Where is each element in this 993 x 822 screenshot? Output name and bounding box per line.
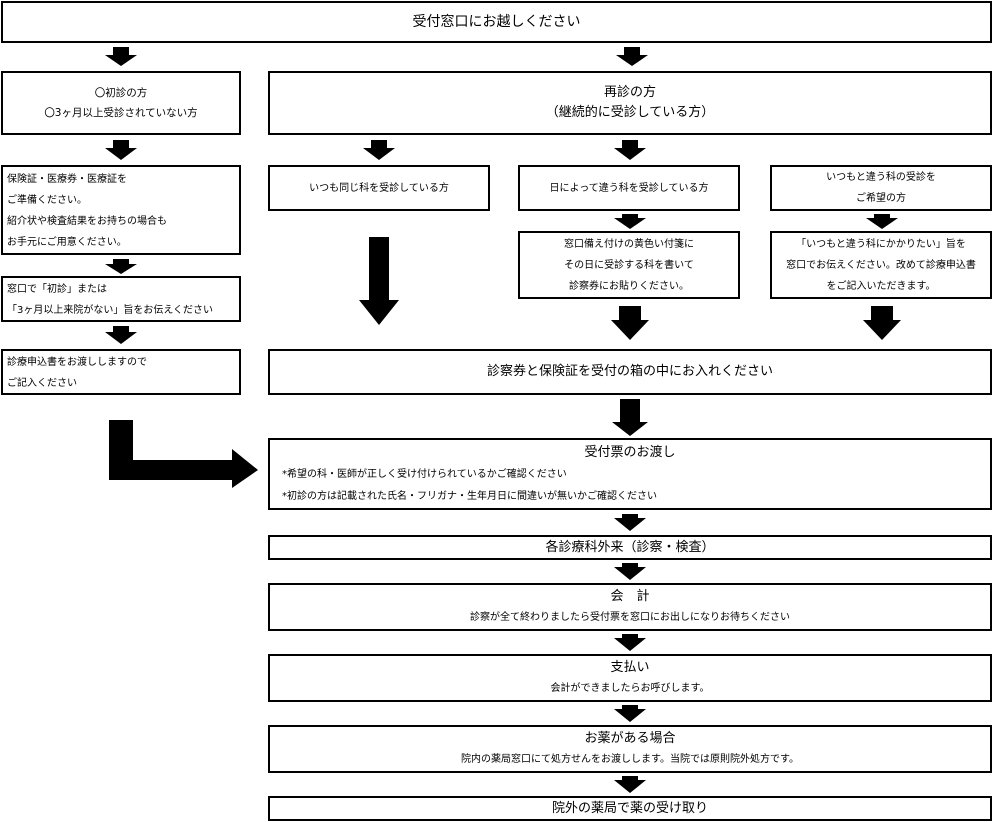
down-arrow-icon: [612, 399, 648, 436]
payment-title: 支払い: [610, 659, 650, 675]
pharmacy-label: 院外の薬局で薬の受け取り: [551, 800, 708, 816]
first-visit-title-line: 〇初診の方: [94, 87, 148, 99]
day-dept-box: 日によって違う科を受診している方: [518, 165, 740, 211]
same-dept-box: いつも同じ科を受診している方: [268, 165, 490, 211]
down-arrow-icon: [614, 563, 646, 580]
down-arrow-icon: [614, 214, 646, 229]
other-dept-detail-line: 窓口でお伝えください。改めて診療申込書: [786, 259, 976, 271]
down-arrow-icon: [105, 326, 137, 344]
revisit-title-line: 再診の方: [603, 85, 656, 100]
other-dept-title-line: いつもと違う科の受診を: [826, 172, 936, 183]
down-arrow-icon: [614, 140, 646, 160]
first-visit-step2-box: 窓口で「初診」または 「3ヶ月以上来院がない」旨をお伝えください: [1, 276, 241, 322]
accounting-box: 会 計 診察が全て終わりましたら受付票を窓口にお出しになりお待ちください: [268, 583, 992, 631]
first-visit-title-box: 〇初診の方 〇3ヶ月以上受診されていない方: [1, 71, 241, 135]
medicine-note: 院内の薬局窓口にて処方せんをお渡しします。当院では原則院外処方です。: [461, 753, 799, 765]
first-visit-title-line: 〇3ヶ月以上受診されていない方: [44, 107, 198, 119]
down-arrow-icon: [359, 237, 399, 325]
same-dept-label: いつも同じ科を受診している方: [309, 182, 449, 194]
day-dept-detail-line: 窓口備え付けの黄色い付箋に: [564, 238, 694, 250]
first-visit-step1-box: 保険証・医療券・医療証を ご準備ください。 紹介状や検査結果をお持ちの場合も お…: [1, 165, 241, 255]
down-arrow-icon: [614, 705, 646, 722]
header-title: 受付窓口にお越しください: [412, 14, 581, 30]
other-dept-box: いつもと違う科の受診を ご希望の方: [770, 165, 992, 211]
ticket-box: 受付票のお渡し *希望の科・医師が正しく受け付けられているかご確認ください *初…: [268, 438, 992, 510]
first-visit-step1-line: お手元にご用意ください。: [7, 237, 127, 248]
header-box: 受付窓口にお越しください: [1, 1, 992, 43]
medicine-box: お薬がある場合 院内の薬局窓口にて処方せんをお渡しします。当院では原則院外処方で…: [268, 725, 992, 773]
payment-note: 会計ができましたらお呼びします。: [550, 682, 710, 694]
first-visit-step3-line: ご記入ください: [7, 378, 77, 389]
down-arrow-icon: [616, 47, 648, 66]
first-visit-step1-line: 紹介状や検査結果をお持ちの場合も: [7, 216, 167, 227]
other-dept-detail-line: をご記入いただきます。: [826, 280, 936, 292]
revisit-title-box: 再診の方 （継続的に受診している方）: [268, 71, 992, 135]
down-arrow-icon: [866, 214, 898, 229]
first-visit-step2-line: 「3ヶ月以上来院がない」旨をお伝えください: [7, 305, 214, 316]
pharmacy-box: 院外の薬局で薬の受け取り: [268, 796, 992, 821]
payment-box: 支払い 会計ができましたらお呼びします。: [268, 654, 992, 702]
elbow-arrow-icon: [109, 420, 258, 488]
ticket-note: *希望の科・医師が正しく受け付けられているかご確認ください: [282, 469, 567, 480]
down-arrow-icon: [863, 306, 901, 340]
other-dept-title-line: ご希望の方: [856, 193, 906, 204]
first-visit-step3-box: 診療申込書をお渡ししますので ご記入ください: [1, 349, 241, 395]
first-visit-step3-line: 診療申込書をお渡ししますので: [7, 357, 147, 368]
medicine-title: お薬がある場合: [584, 730, 676, 746]
first-visit-step1-line: 保険証・医療券・医療証を: [7, 174, 127, 185]
down-arrow-icon: [105, 259, 137, 274]
outpatient-label: 各診療科外来（診察・検査）: [545, 539, 715, 555]
accounting-note: 診察が全て終わりましたら受付票を窓口にお出しになりお待ちください: [470, 611, 790, 623]
down-arrow-icon: [614, 776, 646, 793]
accounting-title: 会 計: [610, 588, 650, 604]
ticket-note: *初診の方は記載された氏名・フリガナ・生年月日に間違いが無いかご確認ください: [282, 491, 657, 502]
ticket-title: 受付票のお渡し: [584, 445, 676, 460]
day-dept-detail-line: 診察券にお貼りください。: [569, 280, 689, 292]
down-arrow-icon: [105, 47, 137, 66]
submit-card-box: 診察券と保険証を受付の箱の中にお入れください: [268, 349, 992, 395]
down-arrow-icon: [363, 140, 395, 160]
down-arrow-icon: [611, 306, 649, 340]
down-arrow-icon: [614, 634, 646, 651]
day-dept-detail-box: 窓口備え付けの黄色い付箋に その日に受診する科を書いて 診察券にお貼りください。: [518, 231, 740, 299]
outpatient-box: 各診療科外来（診察・検査）: [268, 535, 992, 560]
revisit-title-line: （継続的に受診している方）: [545, 105, 715, 120]
other-dept-detail-box: 「いつもと違う科にかかりたい」旨を 窓口でお伝えください。改めて診療申込書 をご…: [770, 231, 992, 299]
day-dept-title: 日によって違う科を受診している方: [549, 182, 709, 194]
down-arrow-icon: [105, 140, 137, 160]
other-dept-detail-line: 「いつもと違う科にかかりたい」旨を: [796, 238, 966, 250]
down-arrow-icon: [614, 514, 646, 531]
first-visit-step2-line: 窓口で「初診」または: [7, 284, 107, 295]
submit-card-label: 診察券と保険証を受付の箱の中にお入れください: [486, 364, 773, 379]
day-dept-detail-line: その日に受診する科を書いて: [564, 259, 694, 271]
first-visit-step1-line: ご準備ください。: [7, 195, 87, 206]
